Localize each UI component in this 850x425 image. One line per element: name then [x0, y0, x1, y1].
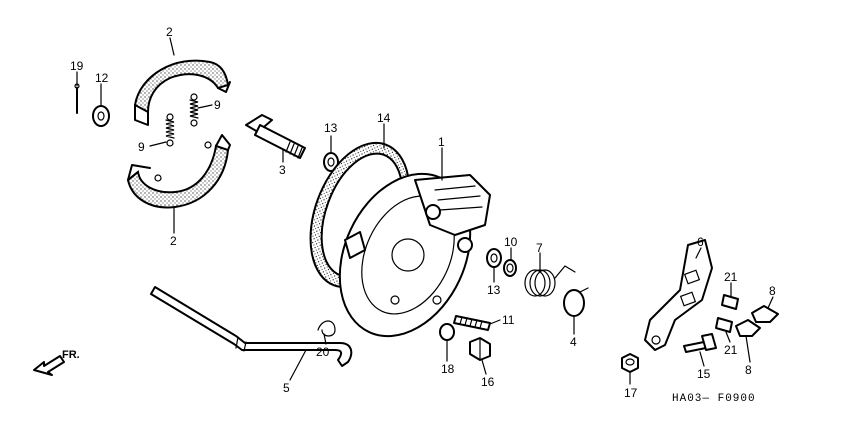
- label-9-left: 9: [138, 140, 145, 154]
- bearing-10: [503, 259, 517, 277]
- part-labels: 2 19 12 9 9 2 3 13 14 1 10 7 13 4 11 18 …: [70, 25, 776, 400]
- label-3: 3: [279, 163, 286, 177]
- brake-shoe-upper: [133, 59, 231, 126]
- pin-21-upper: [721, 294, 739, 310]
- label-2-upper: 2: [166, 25, 173, 39]
- return-spring-7: [524, 265, 576, 297]
- wing-nut-8-lower: [735, 319, 761, 337]
- spring-9-right: [189, 93, 199, 127]
- cam-shaft-3: [245, 114, 306, 159]
- clip-20: [317, 320, 336, 337]
- label-19: 19: [70, 59, 84, 73]
- brake-lever-6: [644, 239, 713, 351]
- label-5: 5: [283, 381, 290, 395]
- indicator-plate-4: [563, 287, 589, 317]
- direction-label: FR.: [62, 349, 80, 361]
- arrow-left-icon: [33, 355, 65, 376]
- label-18: 18: [441, 362, 455, 376]
- stud-11: [453, 315, 491, 331]
- seal-13-lower: [486, 248, 502, 268]
- label-7: 7: [536, 241, 543, 255]
- nut-16: [469, 337, 491, 361]
- washer-12: [92, 105, 110, 127]
- label-15: 15: [697, 367, 711, 381]
- label-6: 6: [697, 235, 704, 249]
- label-20: 20: [316, 345, 330, 359]
- nut-17: [621, 353, 639, 373]
- label-8-upper: 8: [769, 284, 776, 298]
- diagram-code: HA03— F0900: [672, 393, 756, 405]
- label-10: 10: [504, 235, 518, 249]
- label-14: 14: [377, 111, 391, 125]
- leader-lines: [76, 37, 774, 385]
- wing-nut-8-upper: [751, 305, 779, 323]
- brake-cable-5: [150, 286, 353, 367]
- label-13-lower: 13: [487, 283, 501, 297]
- pin-21-lower: [715, 317, 733, 333]
- label-9-right: 9: [214, 98, 221, 112]
- pin-19: [74, 83, 80, 114]
- direction-arrow: FR.: [33, 349, 80, 376]
- label-21-lower: 21: [724, 343, 738, 357]
- label-2-lower: 2: [170, 234, 177, 248]
- bolt-15: [683, 333, 717, 353]
- label-16: 16: [481, 375, 495, 389]
- label-12: 12: [95, 71, 109, 85]
- label-1: 1: [438, 135, 445, 149]
- brake-shoe-lower: [126, 134, 231, 209]
- label-17: 17: [624, 386, 638, 400]
- brake-panel-1: [338, 172, 491, 338]
- label-13-upper: 13: [324, 121, 338, 135]
- seal-13-upper: [323, 152, 339, 172]
- label-8-lower: 8: [745, 363, 752, 377]
- label-21-upper: 21: [724, 270, 738, 284]
- washer-18: [439, 323, 455, 341]
- label-11: 11: [502, 313, 515, 327]
- label-4: 4: [570, 335, 577, 349]
- spring-9-left: [165, 113, 175, 147]
